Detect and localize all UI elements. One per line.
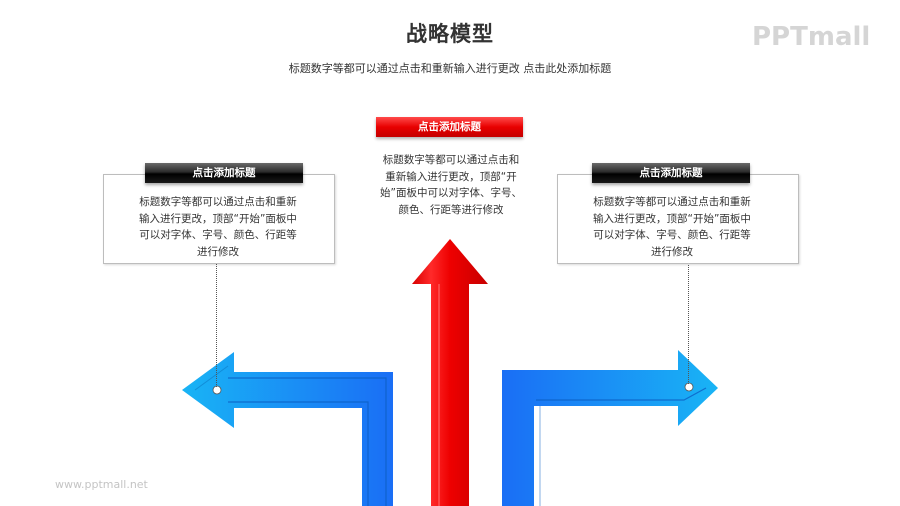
center-red-arrow	[412, 239, 488, 506]
right-box-title[interactable]: 点击添加标题	[592, 163, 750, 183]
left-text-box[interactable]	[103, 174, 335, 264]
left-box-title[interactable]: 点击添加标题	[145, 163, 303, 183]
center-title[interactable]: 点击添加标题	[376, 117, 523, 137]
brand-logo: PPTmall	[752, 22, 871, 52]
center-text[interactable]: 标题数字等都可以通过点击和重新输入进行更改，顶部“开始”面板中可以对字体、字号、…	[380, 154, 522, 216]
right-text-box[interactable]	[557, 174, 799, 264]
left-connector-dot	[212, 385, 222, 395]
right-connector-dot	[684, 382, 694, 392]
left-connector-line	[216, 263, 217, 387]
website-url: www.pptmall.net	[55, 478, 148, 491]
left-blue-arrow	[182, 352, 393, 506]
page-title[interactable]: 战略模型	[406, 22, 494, 46]
left-box-text[interactable]: 标题数字等都可以通过点击和重新输入进行更改，顶部“开始”面板中可以对字体、字号、…	[139, 196, 297, 258]
right-connector-line	[688, 263, 689, 384]
right-blue-arrow	[502, 350, 718, 506]
right-box-text[interactable]: 标题数字等都可以通过点击和重新输入进行更改，顶部“开始”面板中可以对字体、字号、…	[593, 196, 751, 258]
page-subtitle[interactable]: 标题数字等都可以通过点击和重新输入进行更改 点击此处添加标题	[288, 62, 612, 75]
